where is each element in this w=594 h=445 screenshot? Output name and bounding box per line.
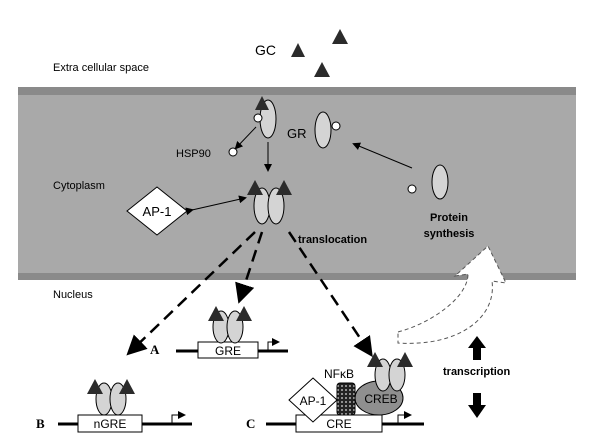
arrow-ap1-dimer (185, 195, 247, 216)
tss-arrow-a (267, 338, 280, 351)
gr-receptor-new (431, 164, 449, 200)
gre-box (197, 341, 259, 359)
nfkb-shape (336, 382, 356, 416)
hsp90-new (407, 184, 417, 194)
hsp90-on-gr (253, 113, 263, 123)
extracellular-label: Extra cellular space (53, 62, 149, 74)
cre-label: CRE (326, 417, 351, 431)
gc-ligand-3 (314, 62, 330, 77)
cytoplasm-label: Cytoplasm (53, 180, 105, 192)
tss-arrow-b (171, 411, 186, 424)
protein-label: Protein (430, 212, 468, 224)
dashed-arrow-to-b (126, 231, 256, 356)
gc-ligand-2 (332, 29, 348, 44)
panel-c-label: C (246, 416, 255, 431)
nuclear-membrane (18, 273, 576, 280)
hsp90-released (228, 147, 238, 157)
transcription-down-arrow (468, 393, 486, 418)
creb-label: CREB (364, 392, 397, 406)
transcription-label: transcription (443, 366, 511, 378)
gr-dimer-right (267, 187, 285, 225)
gr-label: GR (287, 126, 307, 141)
nfkb-label: NFκB (324, 367, 354, 381)
arrow-to-hsp90 (234, 126, 257, 150)
nucleus-label: Nucleus (53, 289, 93, 301)
ngre-box (77, 414, 143, 433)
hsp90-on-free-gr (331, 121, 341, 131)
gc-ligand-dimer-right (276, 180, 292, 195)
cytoplasm-region (18, 95, 576, 273)
gc-c-right (397, 352, 413, 367)
tss-arrow-c (397, 411, 412, 424)
gc-ligand-1 (291, 43, 305, 57)
gre-label: GRE (215, 344, 241, 358)
ap1-nucleus-label: AP-1 (300, 394, 327, 408)
gc-ligand-on-gr (255, 96, 269, 110)
gc-b-left (87, 379, 103, 394)
gc-a-right (236, 306, 252, 321)
gr-receptor-free (314, 111, 332, 149)
dashed-arrow-to-c (287, 231, 373, 358)
gc-ligand-dimer-left (247, 180, 263, 195)
dashed-arrow-to-a (235, 231, 264, 304)
panel-a-label: A (150, 342, 160, 357)
panel-b-label: B (36, 416, 45, 431)
gc-b-right (119, 379, 135, 394)
ap1-cytoplasm-shape (126, 186, 188, 236)
gc-a-left (208, 306, 224, 321)
gc-label: GC (255, 42, 276, 58)
feedback-curved-arrow (397, 245, 507, 344)
arrow-protein-to-gr (352, 142, 413, 169)
translocation-label: translocation (298, 234, 367, 246)
cell-membrane-top (18, 87, 576, 95)
gc-c-left (367, 352, 383, 367)
ngre-label: nGRE (94, 417, 127, 431)
synthesis-label: synthesis (424, 228, 475, 240)
ap1-cytoplasm-label: AP-1 (143, 204, 172, 219)
hsp90-label: HSP90 (176, 148, 211, 160)
transcription-up-arrow (468, 336, 486, 360)
ap1-nucleus-shape (288, 377, 338, 423)
